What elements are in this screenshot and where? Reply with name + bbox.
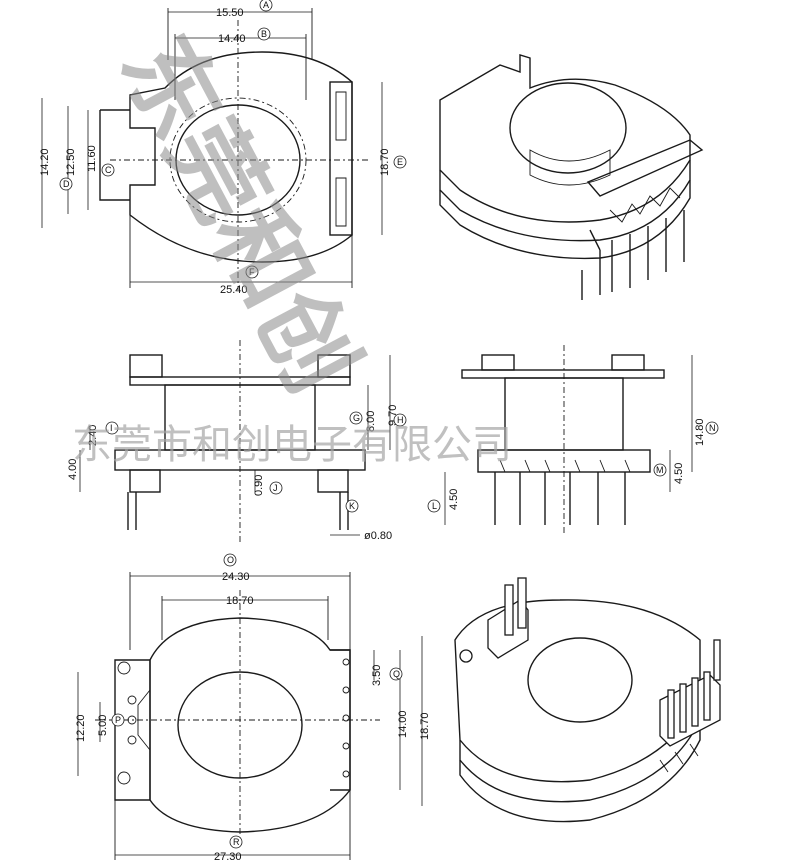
tag-m: M: [653, 463, 667, 477]
svg-text:I: I: [110, 423, 113, 433]
svg-text:F: F: [249, 267, 255, 277]
dim-t-label: 12.20: [75, 714, 87, 742]
tag-g: G: [349, 411, 363, 425]
svg-text:G: G: [353, 413, 360, 423]
tag-i: I: [105, 421, 119, 435]
tag-r: R: [229, 835, 243, 849]
dim-q-label: 24.30: [222, 571, 250, 583]
svg-text:E: E: [397, 157, 403, 167]
svg-text:N: N: [709, 423, 716, 433]
tag-q: Q: [389, 667, 403, 681]
svg-text:P: P: [115, 715, 121, 725]
watermark-company: 东莞市和创电子有限公司: [72, 423, 512, 467]
tag-o: O: [223, 553, 237, 567]
dim-r-label: 18.70: [226, 595, 254, 607]
svg-text:D: D: [63, 179, 70, 189]
dim-l-label: 0.90: [253, 475, 265, 496]
isometric-view-bottom: [454, 577, 721, 823]
svg-text:C: C: [105, 165, 112, 175]
bottom-view: [77, 572, 423, 860]
tag-e: E: [393, 155, 407, 169]
dim-p-label: 4.50: [673, 463, 685, 484]
tag-n: N: [705, 421, 719, 435]
svg-text:H: H: [397, 415, 404, 425]
dim-d-label: 12.50: [65, 148, 77, 176]
dim-v-label: 14.00: [397, 710, 409, 738]
dim-c-label: 11.60: [86, 145, 98, 172]
watermark: 东莞和创 东莞市和创电子有限公司: [72, 20, 512, 467]
side-view: [79, 340, 391, 545]
svg-text:L: L: [432, 501, 437, 511]
dim-e-label: 14.20: [39, 148, 51, 176]
svg-text:Q: Q: [393, 669, 400, 679]
tag-h: H: [393, 413, 407, 427]
dim-n-label: 4.50: [448, 489, 460, 510]
svg-text:J: J: [273, 483, 278, 493]
dim-g-label: 25.40: [220, 284, 248, 296]
dim-b-label: 14.40: [218, 33, 246, 45]
tag-a: A: [259, 0, 273, 12]
isometric-view-top: [439, 54, 704, 300]
dim-w-label: 18.70: [419, 712, 431, 740]
svg-text:K: K: [349, 501, 355, 511]
tag-l: L: [427, 499, 441, 513]
dim-f-label: 18.70: [379, 148, 391, 176]
dim-j-label: 2.40: [87, 425, 99, 446]
watermark-main: 东莞和创: [101, 20, 376, 409]
svg-text:B: B: [261, 29, 267, 39]
tag-d: D: [59, 177, 73, 191]
svg-text:O: O: [227, 555, 234, 565]
front-view: [444, 345, 693, 535]
svg-text:A: A: [263, 0, 269, 10]
tag-k: K: [345, 499, 359, 513]
dim-o-label: 14.80: [694, 418, 706, 446]
tag-j: J: [269, 481, 283, 495]
dim-x-label: 27.30: [214, 851, 242, 863]
svg-text:R: R: [233, 837, 240, 847]
dim-h-label: 8.00: [365, 411, 377, 432]
dim-a-label: 15.50: [216, 7, 244, 19]
dim-m-label: ø0.80: [364, 530, 392, 542]
dim-k-label: 4.00: [67, 459, 79, 480]
svg-text:M: M: [656, 465, 664, 475]
tag-f: F: [245, 265, 259, 279]
tag-c: C: [101, 163, 115, 177]
tag-p: P: [111, 713, 125, 727]
dim-s-label: 3.50: [371, 665, 383, 686]
top-view: [41, 8, 383, 290]
tag-b: B: [257, 27, 271, 41]
dim-u-label: 5.00: [97, 715, 109, 736]
